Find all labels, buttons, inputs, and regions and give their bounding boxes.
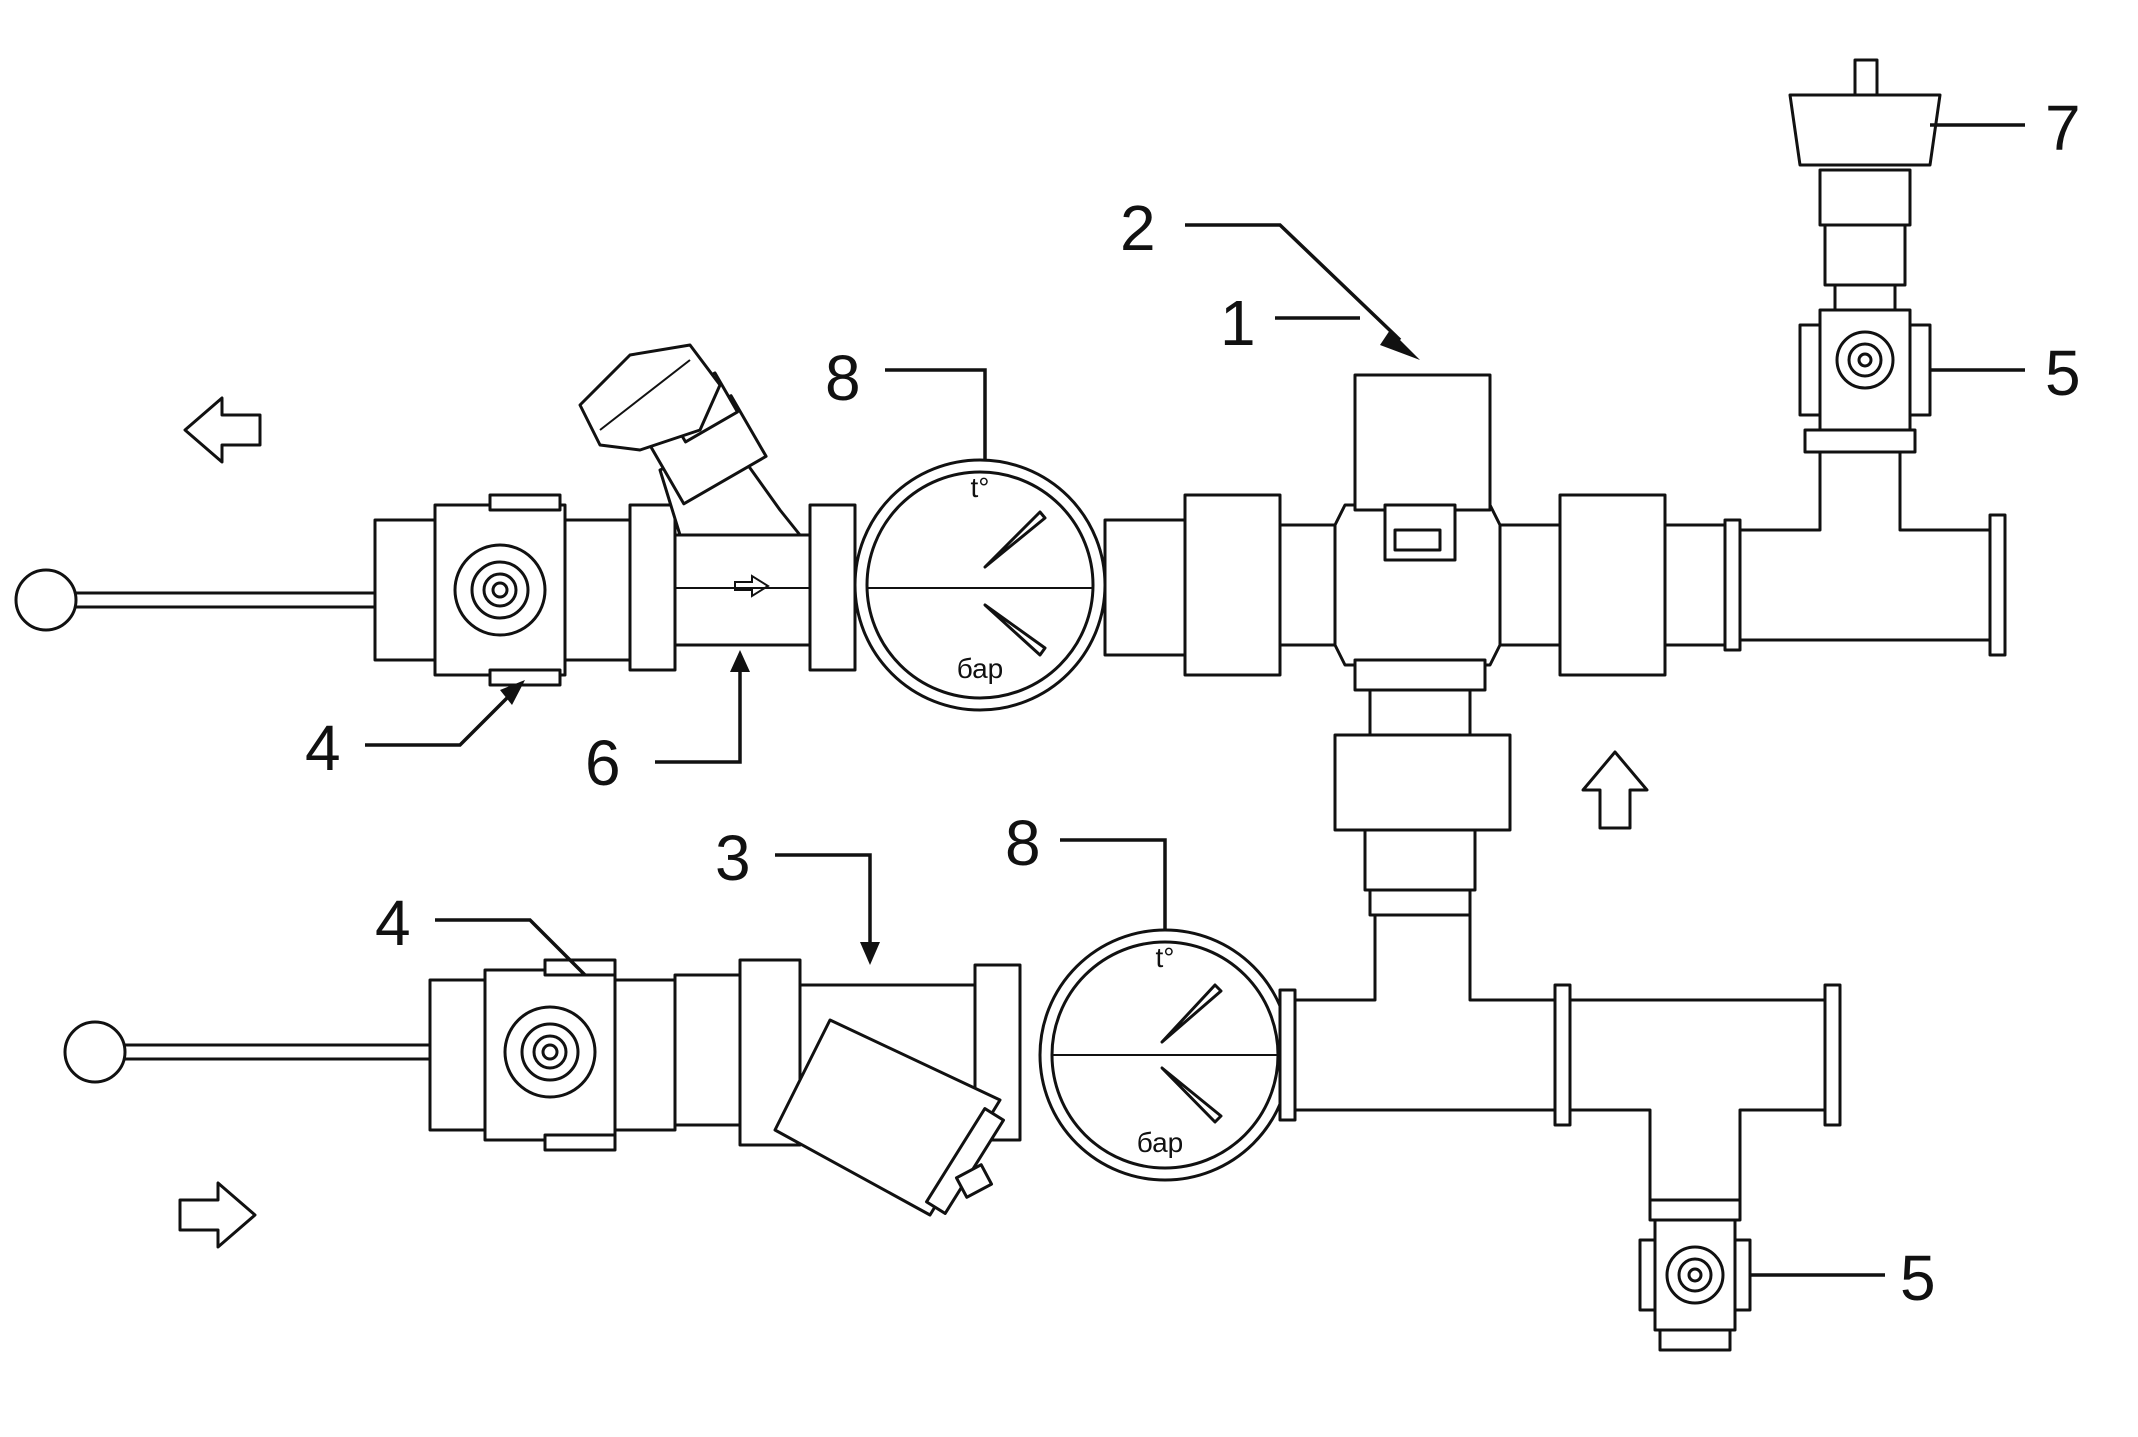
callout-numbers: 2 1 8 7 5 4 6 3 8 4 5 <box>305 92 2081 1314</box>
strainer <box>673 958 1022 1217</box>
top-line: t° бар <box>14 58 2007 712</box>
callout-3: 3 <box>715 822 751 894</box>
gauge-top-pressure-label: бар <box>957 653 1004 684</box>
bottom-tee <box>1278 913 1842 1202</box>
gauge-bottom: t° бар <box>1038 928 1292 1182</box>
gauge-top-temp-label: t° <box>971 472 990 503</box>
ball-valve-top <box>14 493 632 687</box>
balancing-valve <box>578 343 857 672</box>
callout-4-top: 4 <box>305 712 341 784</box>
ball-valve-bottom <box>63 958 677 1152</box>
gauge-bottom-temp-label: t° <box>1156 942 1175 973</box>
air-vent <box>1788 58 1942 287</box>
union-right <box>1498 493 1742 677</box>
callout-7: 7 <box>2045 92 2081 164</box>
bottom-line: t° бар <box>63 913 1842 1352</box>
top-right-tee <box>1738 428 2007 657</box>
callout-2: 2 <box>1120 192 1156 264</box>
callout-5-top: 5 <box>2045 337 2081 409</box>
drain-valve-bottom <box>1638 1198 1752 1352</box>
drain-valve-top <box>1798 283 1932 432</box>
gauge-bottom-pressure-label: бар <box>1137 1127 1184 1158</box>
callout-1: 1 <box>1220 287 1256 359</box>
union-left <box>1103 493 1337 677</box>
flow-out-arrow-icon <box>183 396 262 464</box>
callout-6: 6 <box>585 727 621 799</box>
leader-lines <box>365 123 2025 1277</box>
flow-in-arrow-icon <box>178 1181 257 1249</box>
flow-up-arrow-icon <box>1581 750 1649 830</box>
callout-4-bottom: 4 <box>375 887 411 959</box>
callout-5-bottom: 5 <box>1900 1242 1936 1314</box>
mixing-valve <box>1333 373 1502 692</box>
callout-8-top: 8 <box>825 342 861 414</box>
callout-8-bottom: 8 <box>1005 807 1041 879</box>
gauge-top: t° бар <box>853 458 1107 712</box>
vertical-union <box>1333 688 1512 917</box>
